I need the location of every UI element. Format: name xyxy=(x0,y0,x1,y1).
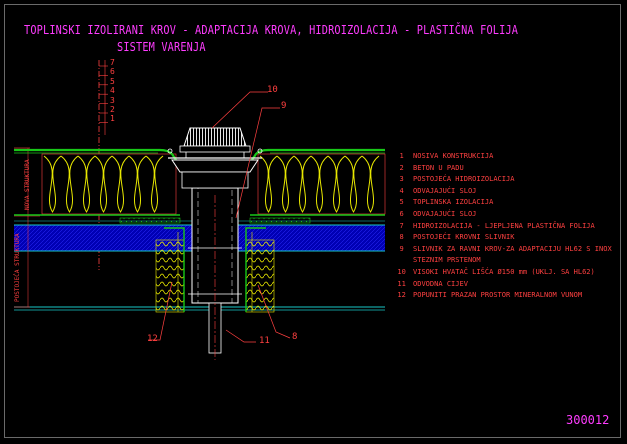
legend-item: 7 HIDROIZOLACIJA - LJEPLJENA PLASTIČNA FO… xyxy=(394,221,614,233)
structure-markers xyxy=(14,147,40,308)
legend-item: 12 POPUNITI PRAZAN PROSTOR MINERALNOM VUN… xyxy=(394,290,614,302)
callout-11: 11 xyxy=(259,336,270,346)
legend-item-text: STEZNIM PRSTENOM xyxy=(413,255,481,265)
level-scale-number: 2 xyxy=(110,105,115,114)
legend-item-number: 11 xyxy=(397,278,406,288)
legend-item-text: VISOKI HVATAČ LIŠĆA Ø150 mm (UKLJ. SA HL… xyxy=(413,266,595,276)
existing-structure-label: POSTOJEĆA STRUKTURA xyxy=(14,233,21,302)
waterproofing-membrane xyxy=(14,148,385,224)
callout-12: 12 xyxy=(147,334,158,344)
insulation-loop xyxy=(293,155,312,213)
legend-item-text: TOPLINSKA IZOLACIJA xyxy=(413,197,494,207)
insulation-loop xyxy=(77,155,96,213)
thermal-insulation-left xyxy=(41,153,177,215)
legend-item-text: ODVODNA CIJEV xyxy=(413,278,468,288)
legend-item-text: SLIVNIK ZA RAVNI KROV-ZA ADAPTACIJU HL62… xyxy=(413,243,612,253)
level-scale-number: 1 xyxy=(110,114,115,124)
legend-item-number: 6 xyxy=(399,208,404,218)
legend-item: 3 POSTOJEĆA HIDROIZOLACIJA xyxy=(394,174,614,186)
legend-item: 8 POSTOJEĆI KROVNI SLIVNIK xyxy=(394,232,614,244)
legend-item-text: HIDROIZOLACIJA - LJEPLJENA PLASTIČNA FOL… xyxy=(413,220,595,230)
callout-leaders xyxy=(148,91,291,343)
legend-item-text: POPUNITI PRAZAN PROSTOR MINERALNOM VUNOM xyxy=(413,290,583,300)
legend-item-number: 5 xyxy=(399,197,404,207)
legend-item-number: 1 xyxy=(399,151,404,160)
insulation-loop xyxy=(128,155,147,213)
legend-item: STEZNIM PRSTENOM xyxy=(394,255,614,267)
thermal-insulation-right xyxy=(257,153,386,215)
leaf-guard-dome xyxy=(179,127,251,158)
drawing-code: 300012 xyxy=(566,413,610,427)
legend-item-number: 8 xyxy=(399,232,404,242)
callout-9: 9 xyxy=(281,101,287,111)
legend-item-text: BETON U PADU xyxy=(413,162,464,172)
legend-item-text: ODVAJAJUĆI SLOJ xyxy=(413,185,477,195)
drawing-title: TOPLINSKI IZOLIRANI KROV - ADAPTACIJA KR… xyxy=(24,22,519,37)
legend-item-number: 7 xyxy=(399,220,404,230)
callout-10: 10 xyxy=(267,85,278,95)
insulation-loop xyxy=(111,155,130,213)
legend-item: 5 TOPLINSKA IZOLACIJA xyxy=(394,197,614,209)
level-scale-number: 7 xyxy=(110,58,115,67)
drawing-frame xyxy=(4,4,621,438)
level-scale-number: 5 xyxy=(110,76,115,86)
level-scale-number: 3 xyxy=(110,95,115,105)
level-scale-number: 4 xyxy=(110,86,115,96)
legend-item-number: 10 xyxy=(397,266,406,276)
insulation-loop xyxy=(361,155,380,213)
legend-item: 6 ODVAJAJUĆI SLOJ xyxy=(394,209,614,221)
legend-item-number: 2 xyxy=(399,162,404,172)
drawing-subtitle: SISTEM VARENJA xyxy=(117,39,206,54)
legend-item-number: 3 xyxy=(399,174,404,184)
legend-item-number: 12 xyxy=(397,290,406,300)
insulation-loop xyxy=(60,155,79,213)
insulation-loop xyxy=(276,155,295,213)
legend-item-text: POSTOJEĆI KROVNI SLIVNIK xyxy=(413,232,515,242)
insulation-loop xyxy=(94,155,113,213)
existing-roof-drain xyxy=(155,227,275,313)
callout-8: 8 xyxy=(292,332,298,342)
legend-item-text: ODVAJAJUĆI SLOJ xyxy=(413,208,477,218)
insulation-loop xyxy=(259,155,278,213)
legend-item: 2 BETON U PADU xyxy=(394,163,614,175)
insulation-loop xyxy=(327,155,346,213)
legend-item: 4 ODVAJAJUĆI SLOJ xyxy=(394,186,614,198)
legend-item: 10 VISOKI HVATAČ LIŠĆA Ø150 mm (UKLJ. SA … xyxy=(394,267,614,279)
legend-item: 9 SLIVNIK ZA RAVNI KROV-ZA ADAPTACIJU HL6… xyxy=(394,244,614,256)
drain-outlet-pipe xyxy=(188,187,242,360)
insulation-loop xyxy=(310,155,329,213)
insulation-loop xyxy=(145,155,164,213)
insulation-loop xyxy=(43,155,62,213)
legend-item: 11 ODVODNA CIJEV xyxy=(394,279,614,291)
legend-item-text: POSTOJEĆA HIDROIZOLACIJA xyxy=(413,174,515,184)
legend-item: 1 NOSIVA KONSTRUKCIJA xyxy=(394,151,614,163)
legend-item-number: 4 xyxy=(399,185,404,195)
legend-item-text: NOSIVA KONSTRUKCIJA xyxy=(413,151,494,160)
flat-roof-drain-hl62 xyxy=(167,148,263,189)
level-scale-number: 6 xyxy=(110,67,115,77)
new-structure-label: NOVA STRUKTURA xyxy=(24,159,31,210)
legend-item-number: 9 xyxy=(399,243,404,253)
insulation-loop xyxy=(344,155,363,213)
